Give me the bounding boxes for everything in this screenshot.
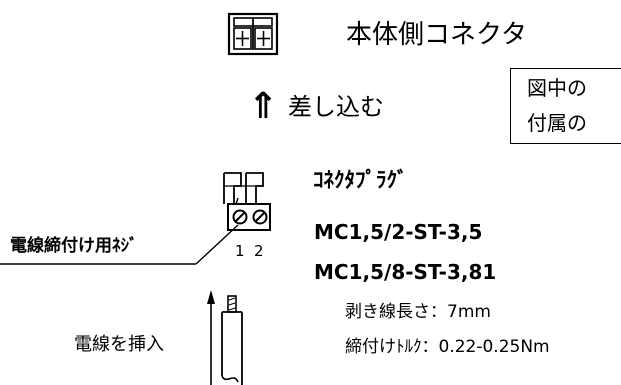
plug-model-2: MC1,5/8-ST-3,81 <box>314 260 497 284</box>
plug-drawing <box>223 172 271 231</box>
strip-length-spec: 剥き線長さ：7mm <box>345 302 491 322</box>
plug-title: ｺﾈｸﾀﾌﾟﾗｸﾞ <box>313 168 408 192</box>
plug-model-1: MC1,5/2-ST-3,5 <box>314 220 483 244</box>
screw-label: 電線締付け用ﾈｼﾞ <box>10 236 138 256</box>
insert-label: 差し込む <box>288 93 384 121</box>
body-connector-icon <box>227 12 279 56</box>
torque-spec: 締付けﾄﾙｸ：0.22-0.25Nm <box>345 337 550 357</box>
terminal-number-1: 1 <box>235 242 245 260</box>
body-connector-label: 本体側コネクタ <box>346 20 527 50</box>
note-line-2: 付属の <box>527 111 587 135</box>
insert-arrow-icon: ⇑ <box>248 86 279 127</box>
wire-drawing <box>207 290 243 385</box>
screw-leader-line <box>0 224 239 265</box>
wire-insert-label: 電線を挿入 <box>74 334 164 355</box>
note-box: 図中の 付属の <box>510 68 621 144</box>
note-line-1: 図中の <box>527 76 587 100</box>
terminal-number-2: 2 <box>254 242 264 260</box>
